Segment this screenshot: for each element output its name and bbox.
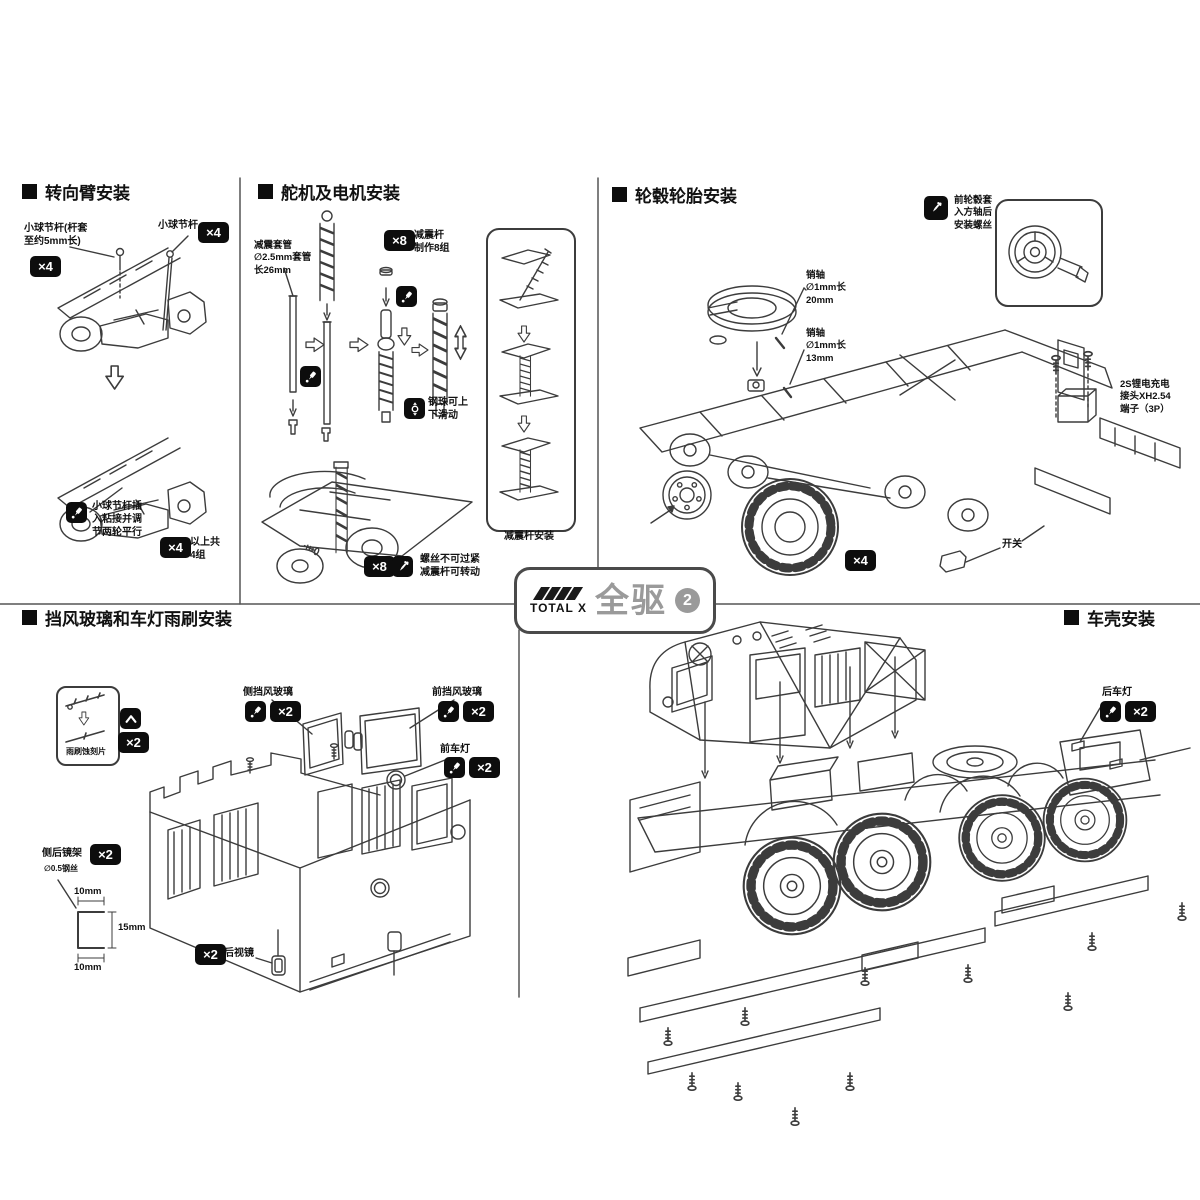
label-headlight: 前车灯 [440, 744, 470, 755]
section-marker [1064, 610, 1079, 625]
label-front-windshield: 前挡风玻璃 [432, 687, 482, 698]
qty-badge: ×4 [845, 550, 876, 571]
label-mirror-frame: 侧后镜架 [42, 848, 82, 859]
qty-badge: ×2 [1125, 701, 1156, 722]
glue-icon [438, 701, 459, 722]
section-marker [22, 610, 37, 625]
header-windshield: 挡风玻璃和车灯雨刷安装 [22, 605, 238, 630]
header-steering: 转向臂安装 [22, 179, 136, 204]
label-rearview-mirror: 后视镜 [224, 948, 254, 959]
label-shock-install: 减震杆安装 [504, 531, 554, 542]
header-shell: 车壳安装 [1064, 605, 1161, 630]
dim-top: 10mm [74, 886, 102, 897]
wiper-parts-box [56, 686, 120, 766]
steel-ball-icon [404, 398, 425, 419]
label-wiper-etched: 雨刷蚀刻片 [66, 747, 106, 756]
section-marker [612, 187, 627, 202]
label-pin-20mm: 销轴 ∅1mm长 20mm [806, 270, 846, 306]
qty-badge: ×8 [364, 556, 395, 577]
screw-icon [924, 196, 948, 220]
glue-icon [66, 502, 87, 523]
section-title: 车壳安装 [1087, 610, 1155, 629]
qty-badge: ×2 [469, 757, 500, 778]
shock-install-box [486, 228, 576, 532]
note-screw-tightness: 螺丝不可过紧 减震杆可转动 [420, 554, 480, 578]
sheet-number-badge: 2 [675, 588, 700, 613]
note-front-hub: 前轮毂套 入方轴后 安装螺丝 [954, 195, 993, 231]
section-title: 挡风玻璃和车灯雨刷安装 [45, 610, 232, 629]
label-battery-connector: 2S锂电充电 接头XH2.54 端子（3P） [1120, 379, 1171, 415]
note-make-shocks: 减震杆 制作8组 [414, 230, 450, 254]
glue-icon [300, 366, 321, 387]
brand-logo: TOTAL X 全驱 2 [514, 567, 716, 634]
qty-badge: ×2 [270, 701, 301, 722]
screw-icon [392, 556, 413, 577]
header-shock: 舵机及电机安装 [258, 179, 406, 204]
product-name: 全驱 [595, 581, 667, 620]
qty-badge: ×2 [195, 944, 226, 965]
note-steel-ball: 钢珠可上 下滑动 [428, 397, 468, 421]
body-shell-diagram [627, 621, 1191, 1127]
label-pin-13mm: 销轴 ∅1mm长 13mm [806, 328, 846, 364]
label-shock-tube: 减震套管 ∅2.5mm套管 长26mm [254, 240, 312, 276]
section-title: 转向臂安装 [45, 184, 130, 203]
section-title: 舵机及电机安装 [281, 184, 400, 203]
qty-badge: ×2 [90, 844, 121, 865]
label-ball-joint-rod: 小球节杆 [158, 220, 198, 231]
qty-badge: ×4 [198, 222, 229, 243]
glue-icon [396, 286, 417, 307]
dim-side: 15mm [118, 922, 146, 933]
glue-icon [1100, 701, 1121, 722]
glue-icon [444, 757, 465, 778]
label-wire-gauge: ∅0.5钢丝 [44, 864, 78, 873]
section-title: 轮毂轮胎安装 [635, 187, 737, 206]
header-wheel: 轮毂轮胎安装 [612, 182, 743, 207]
label-switch: 开关 [1002, 539, 1022, 550]
section-marker [22, 184, 37, 199]
qty-badge: ×4 [30, 256, 61, 277]
qty-badge: ×2 [463, 701, 494, 722]
note-glue-adjust: 小球节杆插 入粘接并调 节两轮平行 [92, 501, 142, 538]
note-total-sets: 以上共 4组 [190, 537, 220, 561]
hatch-icon [533, 586, 584, 600]
wheel-tire-diagram [639, 225, 1181, 576]
brand-name: TOTAL X [529, 600, 587, 615]
section-marker [258, 184, 273, 199]
label-side-windshield: 侧挡风玻璃 [243, 687, 293, 698]
front-hub-inset-box [995, 199, 1103, 307]
qty-badge: ×8 [384, 230, 415, 251]
qty-badge: ×4 [160, 537, 191, 558]
glue-icon [245, 701, 266, 722]
qty-badge: ×2 [118, 732, 149, 753]
bend-icon [120, 708, 141, 729]
label-taillight: 后车灯 [1102, 687, 1132, 698]
shock-assembly-diagram [261, 210, 559, 584]
label-ball-joint-sleeve: 小球节杆(杆套 至约5mm长) [24, 223, 88, 247]
dim-bottom: 10mm [74, 962, 102, 973]
brand-mark: TOTAL X [529, 586, 587, 615]
